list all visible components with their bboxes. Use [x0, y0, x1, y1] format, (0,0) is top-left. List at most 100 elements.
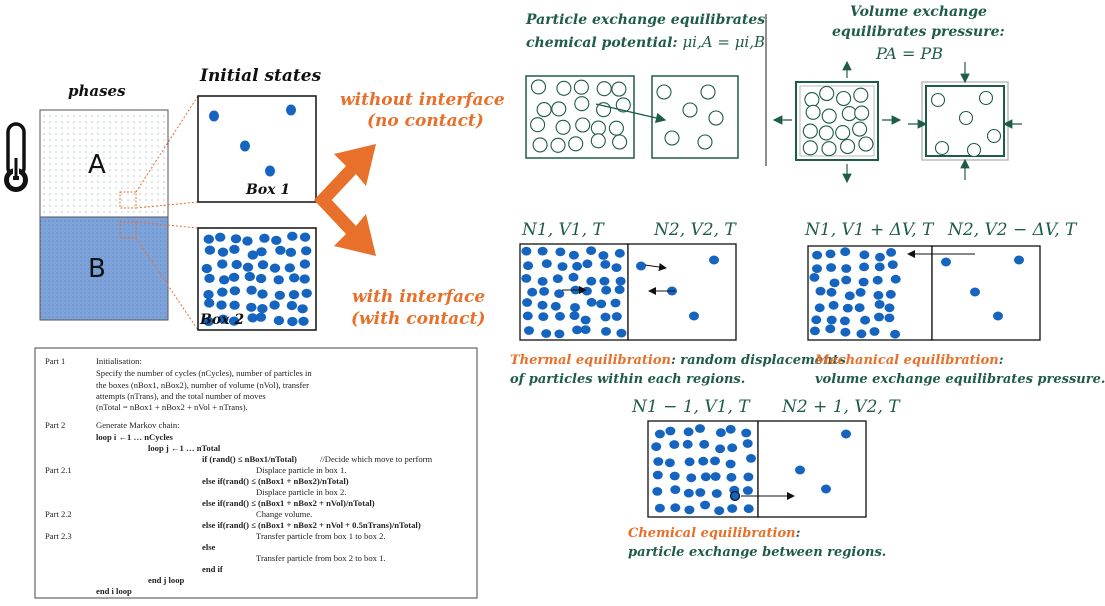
particle [978, 90, 994, 106]
particle [552, 274, 563, 283]
particle [859, 262, 870, 272]
particle [244, 271, 255, 282]
particle [615, 97, 631, 113]
particle [664, 458, 675, 468]
particle [273, 315, 285, 326]
particle [573, 79, 589, 95]
particle [596, 299, 607, 309]
mechanical-label-left: N1, V1 + ΔV, T [805, 220, 934, 240]
particle [884, 303, 895, 313]
particle [826, 315, 837, 325]
particle [286, 300, 298, 311]
particle [872, 275, 883, 285]
particle [819, 85, 835, 102]
particle [554, 329, 565, 339]
particle [695, 424, 705, 433]
box1-particles [209, 104, 296, 177]
particle [550, 301, 561, 311]
particle [611, 312, 622, 321]
particle [285, 247, 297, 257]
particle [217, 259, 228, 269]
particle [298, 316, 309, 326]
mechanical-caption-line2: volume exchange equilibrates pressure. [815, 372, 1105, 387]
particle [299, 232, 311, 242]
particle [246, 285, 257, 295]
particle [537, 277, 548, 286]
particle [610, 298, 621, 308]
volume-exchange-title-1: Volume exchange [850, 4, 987, 20]
particle [665, 426, 676, 436]
no-contact-label: (no contact) [367, 111, 484, 131]
particle [841, 264, 852, 273]
particle [242, 236, 253, 246]
particle [536, 102, 552, 118]
particle [524, 326, 534, 335]
particle [725, 459, 736, 469]
particle [826, 263, 837, 272]
particle [612, 134, 628, 150]
particle [852, 121, 868, 137]
particle [930, 92, 946, 108]
particle [970, 287, 980, 297]
particle [615, 276, 626, 286]
particle [958, 110, 974, 126]
particle [841, 275, 852, 285]
particle [890, 329, 901, 339]
particle [890, 274, 901, 284]
particle [821, 141, 837, 157]
particle [570, 303, 580, 312]
particle-exchange-title-1: Particle exchange equilibrates [526, 12, 766, 28]
particle [242, 262, 254, 272]
particle [586, 297, 597, 307]
particle [812, 264, 822, 273]
particle [204, 245, 216, 255]
particle [274, 290, 285, 300]
particle [743, 472, 754, 482]
particle [596, 81, 612, 97]
pressure-arrows [772, 60, 1022, 184]
particle [555, 119, 571, 135]
algorithm-pseudocode: Part 1 Initialisation: Specify the numbe… [45, 356, 433, 596]
particle [697, 134, 713, 150]
particle [601, 285, 612, 295]
thermometer-icon [4, 122, 28, 192]
particle [682, 439, 693, 449]
particle [651, 442, 662, 451]
particle [875, 252, 885, 262]
particle [802, 123, 818, 139]
chemical-region-1 [647, 420, 759, 518]
particle [601, 327, 611, 336]
particle-exchange-title-2: chemical potential: [526, 35, 678, 51]
particle [284, 263, 295, 273]
particle [840, 247, 851, 257]
particle [229, 244, 240, 254]
particle [228, 272, 240, 282]
particle [858, 277, 869, 287]
pressure-equation: PA = PB [876, 44, 943, 63]
particle [257, 260, 269, 270]
particle [853, 87, 869, 103]
particle [522, 311, 533, 321]
particle [840, 138, 856, 155]
particle [247, 250, 258, 260]
particle [255, 273, 267, 284]
particle [727, 504, 738, 513]
particle [683, 488, 694, 498]
particle [821, 484, 831, 494]
particle [229, 300, 240, 310]
particle [818, 125, 834, 141]
thermal-caption-bold: Thermal equilibration [510, 353, 671, 368]
particle [669, 471, 680, 481]
diagram-canvas [4, 14, 1041, 599]
particle [203, 289, 214, 300]
particle [299, 259, 311, 269]
box2-label: Box 2 [200, 312, 245, 328]
particle [216, 300, 227, 310]
particle [201, 263, 212, 274]
particle [695, 488, 706, 497]
particle [840, 327, 851, 337]
particle [844, 291, 855, 301]
particle [841, 429, 851, 439]
particle [580, 315, 591, 325]
algorithm-frame [34, 347, 478, 599]
